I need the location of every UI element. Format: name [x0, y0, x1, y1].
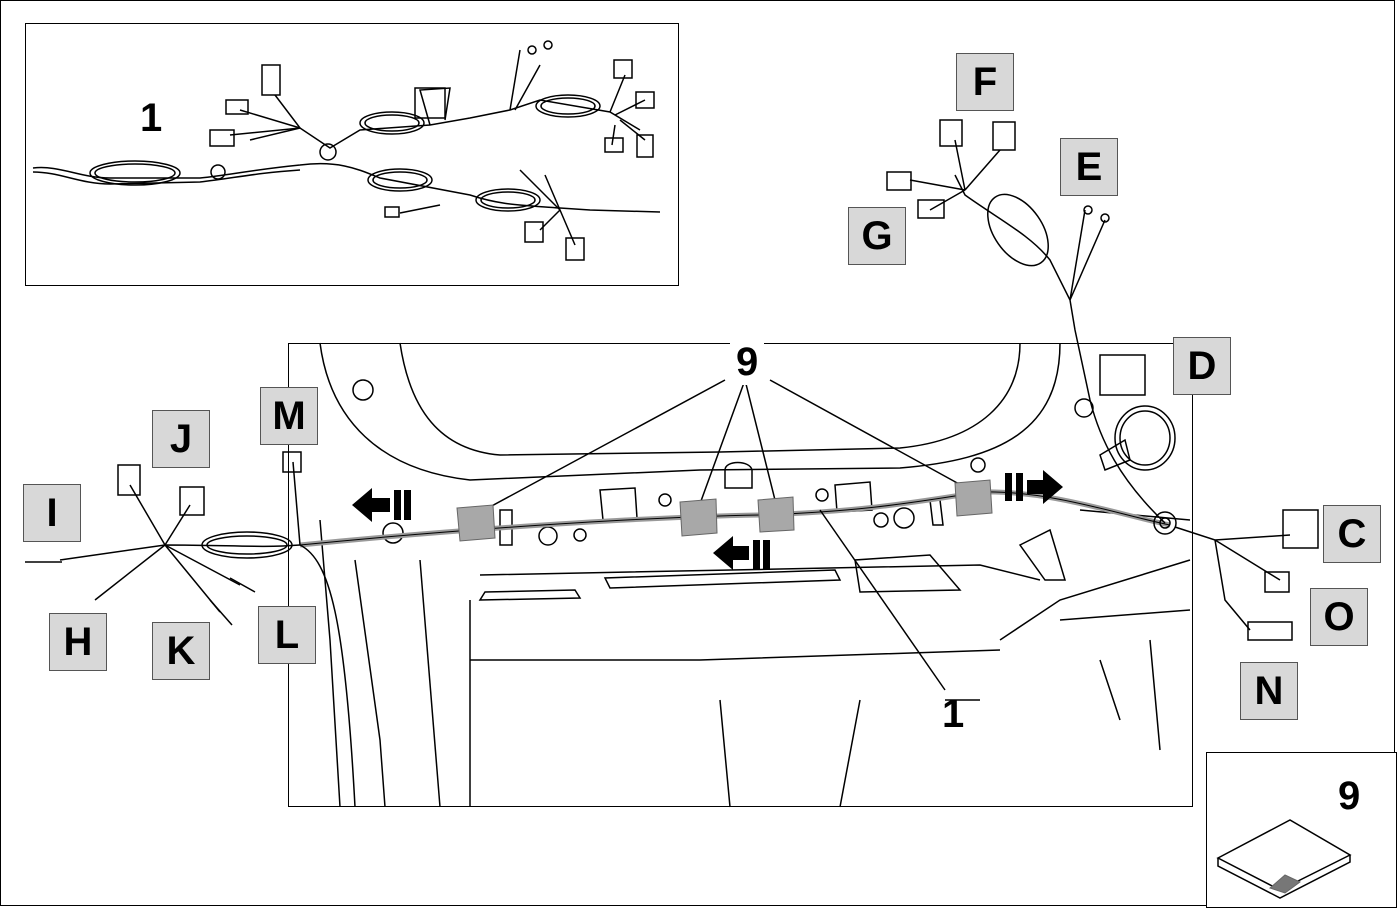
connector-label-c: C [1323, 505, 1381, 563]
arrow-left-icon [713, 536, 749, 570]
harness-overview-inset [25, 23, 679, 286]
connector-label-h: H [49, 613, 107, 671]
vehicle-body-lines [319, 342, 1191, 808]
arrow-right-icon [1027, 470, 1063, 504]
tape-piece [456, 504, 496, 542]
connector-label-j: J [152, 410, 210, 468]
arrow-left-icon [352, 488, 390, 522]
connector-label-i: I [23, 484, 81, 542]
connector-label-n: N [1240, 662, 1298, 720]
part-number-tape-inset: 9 [1338, 774, 1361, 818]
harness-overview-drawing [32, 40, 661, 261]
harness-route [299, 489, 1171, 548]
connector-label-d: D [1173, 337, 1231, 395]
tape-inset-fold [1269, 874, 1301, 894]
tape-piece [954, 479, 993, 517]
connector-label-l: L [258, 606, 316, 664]
connector-label-f: F [956, 53, 1014, 111]
tape-piece [679, 498, 718, 537]
part-number-tape-callout: 9 [730, 340, 765, 385]
connector-label-o: O [1310, 588, 1368, 646]
part-number-harness-inset: 1 [140, 96, 163, 140]
connector-label-e: E [1060, 138, 1118, 196]
connector-label-m: M [260, 387, 318, 445]
part-number-harness-route: 1 [942, 692, 965, 736]
tape-piece [757, 496, 795, 533]
connector-label-k: K [152, 622, 210, 680]
connector-label-g: G [848, 207, 906, 265]
